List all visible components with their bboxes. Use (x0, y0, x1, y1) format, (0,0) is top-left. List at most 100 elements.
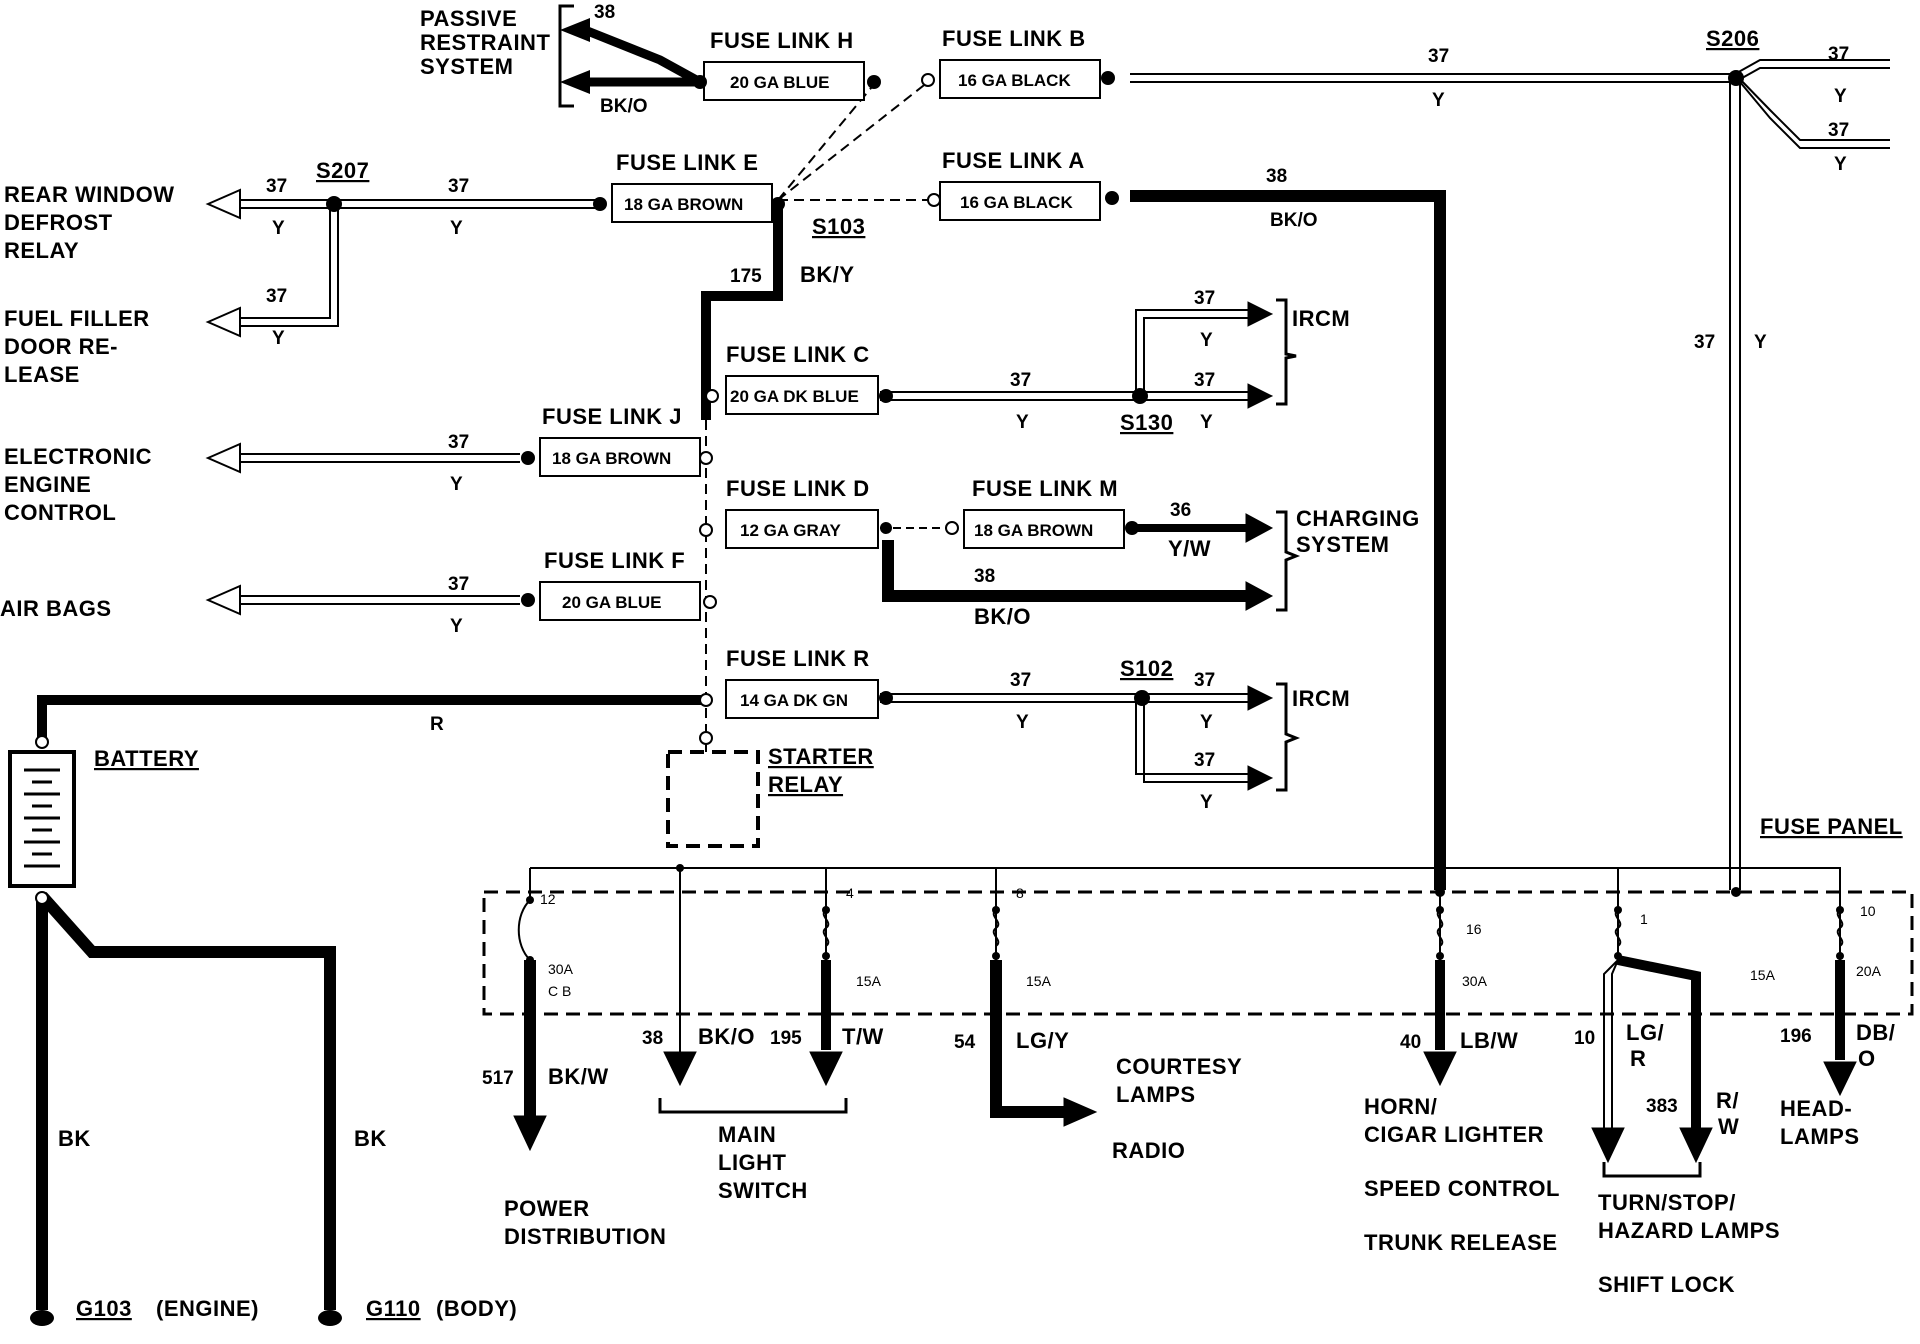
fuse-link-c: FUSE LINK C 20 GA DK BLUE (725, 342, 879, 415)
charging-line-2: SYSTEM (1296, 532, 1389, 557)
fuse-link-b: FUSE LINK B 16 GA BLACK (939, 26, 1101, 99)
wire-38-top: 38 (594, 2, 615, 23)
horn-line-2: CIGAR LIGHTER (1364, 1122, 1544, 1147)
wire-y-r: Y (1016, 712, 1029, 733)
fuse-12-number: 12 (540, 891, 556, 907)
eec-line-1: ELECTRONIC (4, 444, 152, 469)
wire-y-s206-down: Y (1754, 332, 1767, 353)
fuse-link-f-spec: 20 GA BLUE (562, 593, 662, 612)
main-light-line-2: LIGHT (718, 1150, 787, 1175)
wire-bky: BK/Y (800, 262, 855, 287)
wire-bko-a: BK/O (1270, 210, 1318, 231)
courtesy-line-1: COURTESY (1116, 1054, 1242, 1079)
wire-37-s206-down: 37 (1694, 332, 1715, 353)
wire-38-d: 38 (974, 566, 995, 587)
wire-bk-right: BK (354, 1126, 387, 1151)
fuse-link-e: FUSE LINK E 18 GA BROWN (611, 150, 773, 223)
trunk-release-label: TRUNK RELEASE (1364, 1230, 1558, 1255)
fuse-link-j-title: FUSE LINK J (542, 404, 682, 429)
wire-37-j: 37 (448, 432, 469, 453)
battery-symbol (8, 750, 76, 888)
wire-rw-1: R/ (1716, 1088, 1739, 1113)
starter-relay-box (666, 750, 760, 848)
fuse-10-number: 10 (1860, 903, 1876, 919)
starter-relay-line-1: STARTER (768, 744, 874, 769)
wire-37-s207-left: 37 (266, 176, 287, 197)
air-bags-label: AIR BAGS (0, 596, 112, 621)
wire-lgy: LG/Y (1016, 1028, 1069, 1053)
passive-restraint-line-2: RESTRAINT (420, 30, 550, 55)
ground-symbols (30, 1310, 342, 1326)
fuse-8-number: 8 (1016, 885, 1024, 901)
fuse-4-number: 4 (846, 885, 854, 901)
wire-517: 517 (482, 1068, 514, 1089)
rear-window-line-1: REAR WINDOW (4, 182, 174, 207)
fuel-filler-line-1: FUEL FILLER (4, 306, 150, 331)
fuse-link-b-spec: 16 GA BLACK (958, 71, 1071, 90)
shift-lock-label: SHIFT LOCK (1598, 1272, 1735, 1297)
fuse-12-cb: C B (548, 983, 571, 999)
ground-body: (BODY) (436, 1296, 517, 1321)
speed-control-label: SPEED CONTROL (1364, 1176, 1560, 1201)
splice-s102: S102 (1120, 656, 1173, 681)
charging-line-1: CHARGING (1296, 506, 1420, 531)
courtesy-line-2: LAMPS (1116, 1082, 1196, 1107)
splice-s130: S130 (1120, 410, 1173, 435)
wire-lg-r: R (1630, 1046, 1646, 1071)
wire-y-fuel: Y (272, 328, 285, 349)
wire-y-s206-a: Y (1834, 86, 1847, 107)
ground-g103: G103 (76, 1296, 132, 1321)
wire-y-s207-left: Y (272, 218, 285, 239)
fuse-link-f-title: FUSE LINK F (544, 548, 685, 573)
wire-37-ircm-d: 37 (1194, 750, 1215, 771)
fuse-link-r: FUSE LINK R 14 GA DK GN (725, 646, 879, 719)
wire-10: 10 (1574, 1028, 1595, 1049)
wire-o: O (1858, 1046, 1876, 1071)
wire-y-b: Y (1432, 90, 1445, 111)
wire-36: 36 (1170, 500, 1191, 521)
power-dist-line-2: DISTRIBUTION (504, 1224, 666, 1249)
fuse-panel-boundary (482, 890, 1914, 1016)
fuse-link-d: FUSE LINK D 12 GA GRAY (725, 476, 879, 549)
fuse-12-rating: 30A (548, 961, 574, 977)
ground-engine: (ENGINE) (156, 1296, 259, 1321)
splice-s206: S206 (1706, 26, 1759, 51)
wire-37-e: 37 (448, 176, 469, 197)
wire-lg: LG/ (1626, 1020, 1664, 1045)
wire-bk-left: BK (58, 1126, 91, 1151)
fuse-link-d-spec: 12 GA GRAY (740, 521, 841, 540)
braces (558, 4, 1702, 1178)
rear-window-line-2: DEFROST (4, 210, 113, 235)
splice-s207: S207 (316, 158, 369, 183)
wire-y-c: Y (1016, 412, 1029, 433)
wire-bko-panel: BK/O (698, 1024, 755, 1049)
horn-line-1: HORN/ (1364, 1094, 1437, 1119)
ground-g110: G110 (366, 1296, 421, 1321)
wire-37-fuel: 37 (266, 286, 287, 307)
wire-37-ircm-a: 37 (1194, 288, 1215, 309)
fuse-link-a-spec: 16 GA BLACK (960, 193, 1073, 212)
fuse-link-f: FUSE LINK F 20 GA BLUE (539, 548, 701, 621)
wire-db: DB/ (1856, 1020, 1895, 1045)
headlamps-line-2: LAMPS (1780, 1124, 1860, 1149)
passive-restraint-line-3: SYSTEM (420, 54, 513, 79)
fuse-link-r-spec: 14 GA DK GN (740, 691, 848, 710)
fuse-1-number: 1 (1640, 911, 1648, 927)
wires (36, 18, 1890, 1310)
fuse-link-a-title: FUSE LINK A (942, 148, 1085, 173)
fuse-8-rating: 15A (1026, 973, 1052, 989)
wire-37-s206-a: 37 (1828, 44, 1849, 65)
fuse-link-h: FUSE LINK H 20 GA BLUE (703, 28, 865, 101)
wire-54: 54 (954, 1032, 976, 1053)
wire-y-ircm-d: Y (1200, 792, 1213, 813)
wire-37-ircm-b: 37 (1194, 370, 1215, 391)
splice-s103: S103 (812, 214, 865, 239)
fuse-link-m-spec: 18 GA BROWN (974, 521, 1093, 540)
wire-r: R (430, 714, 444, 735)
fuse-link-h-title: FUSE LINK H (710, 28, 854, 53)
turn-line-1: TURN/STOP/ (1598, 1190, 1736, 1215)
wire-38-a: 38 (1266, 166, 1287, 187)
wire-y-f: Y (450, 616, 463, 637)
